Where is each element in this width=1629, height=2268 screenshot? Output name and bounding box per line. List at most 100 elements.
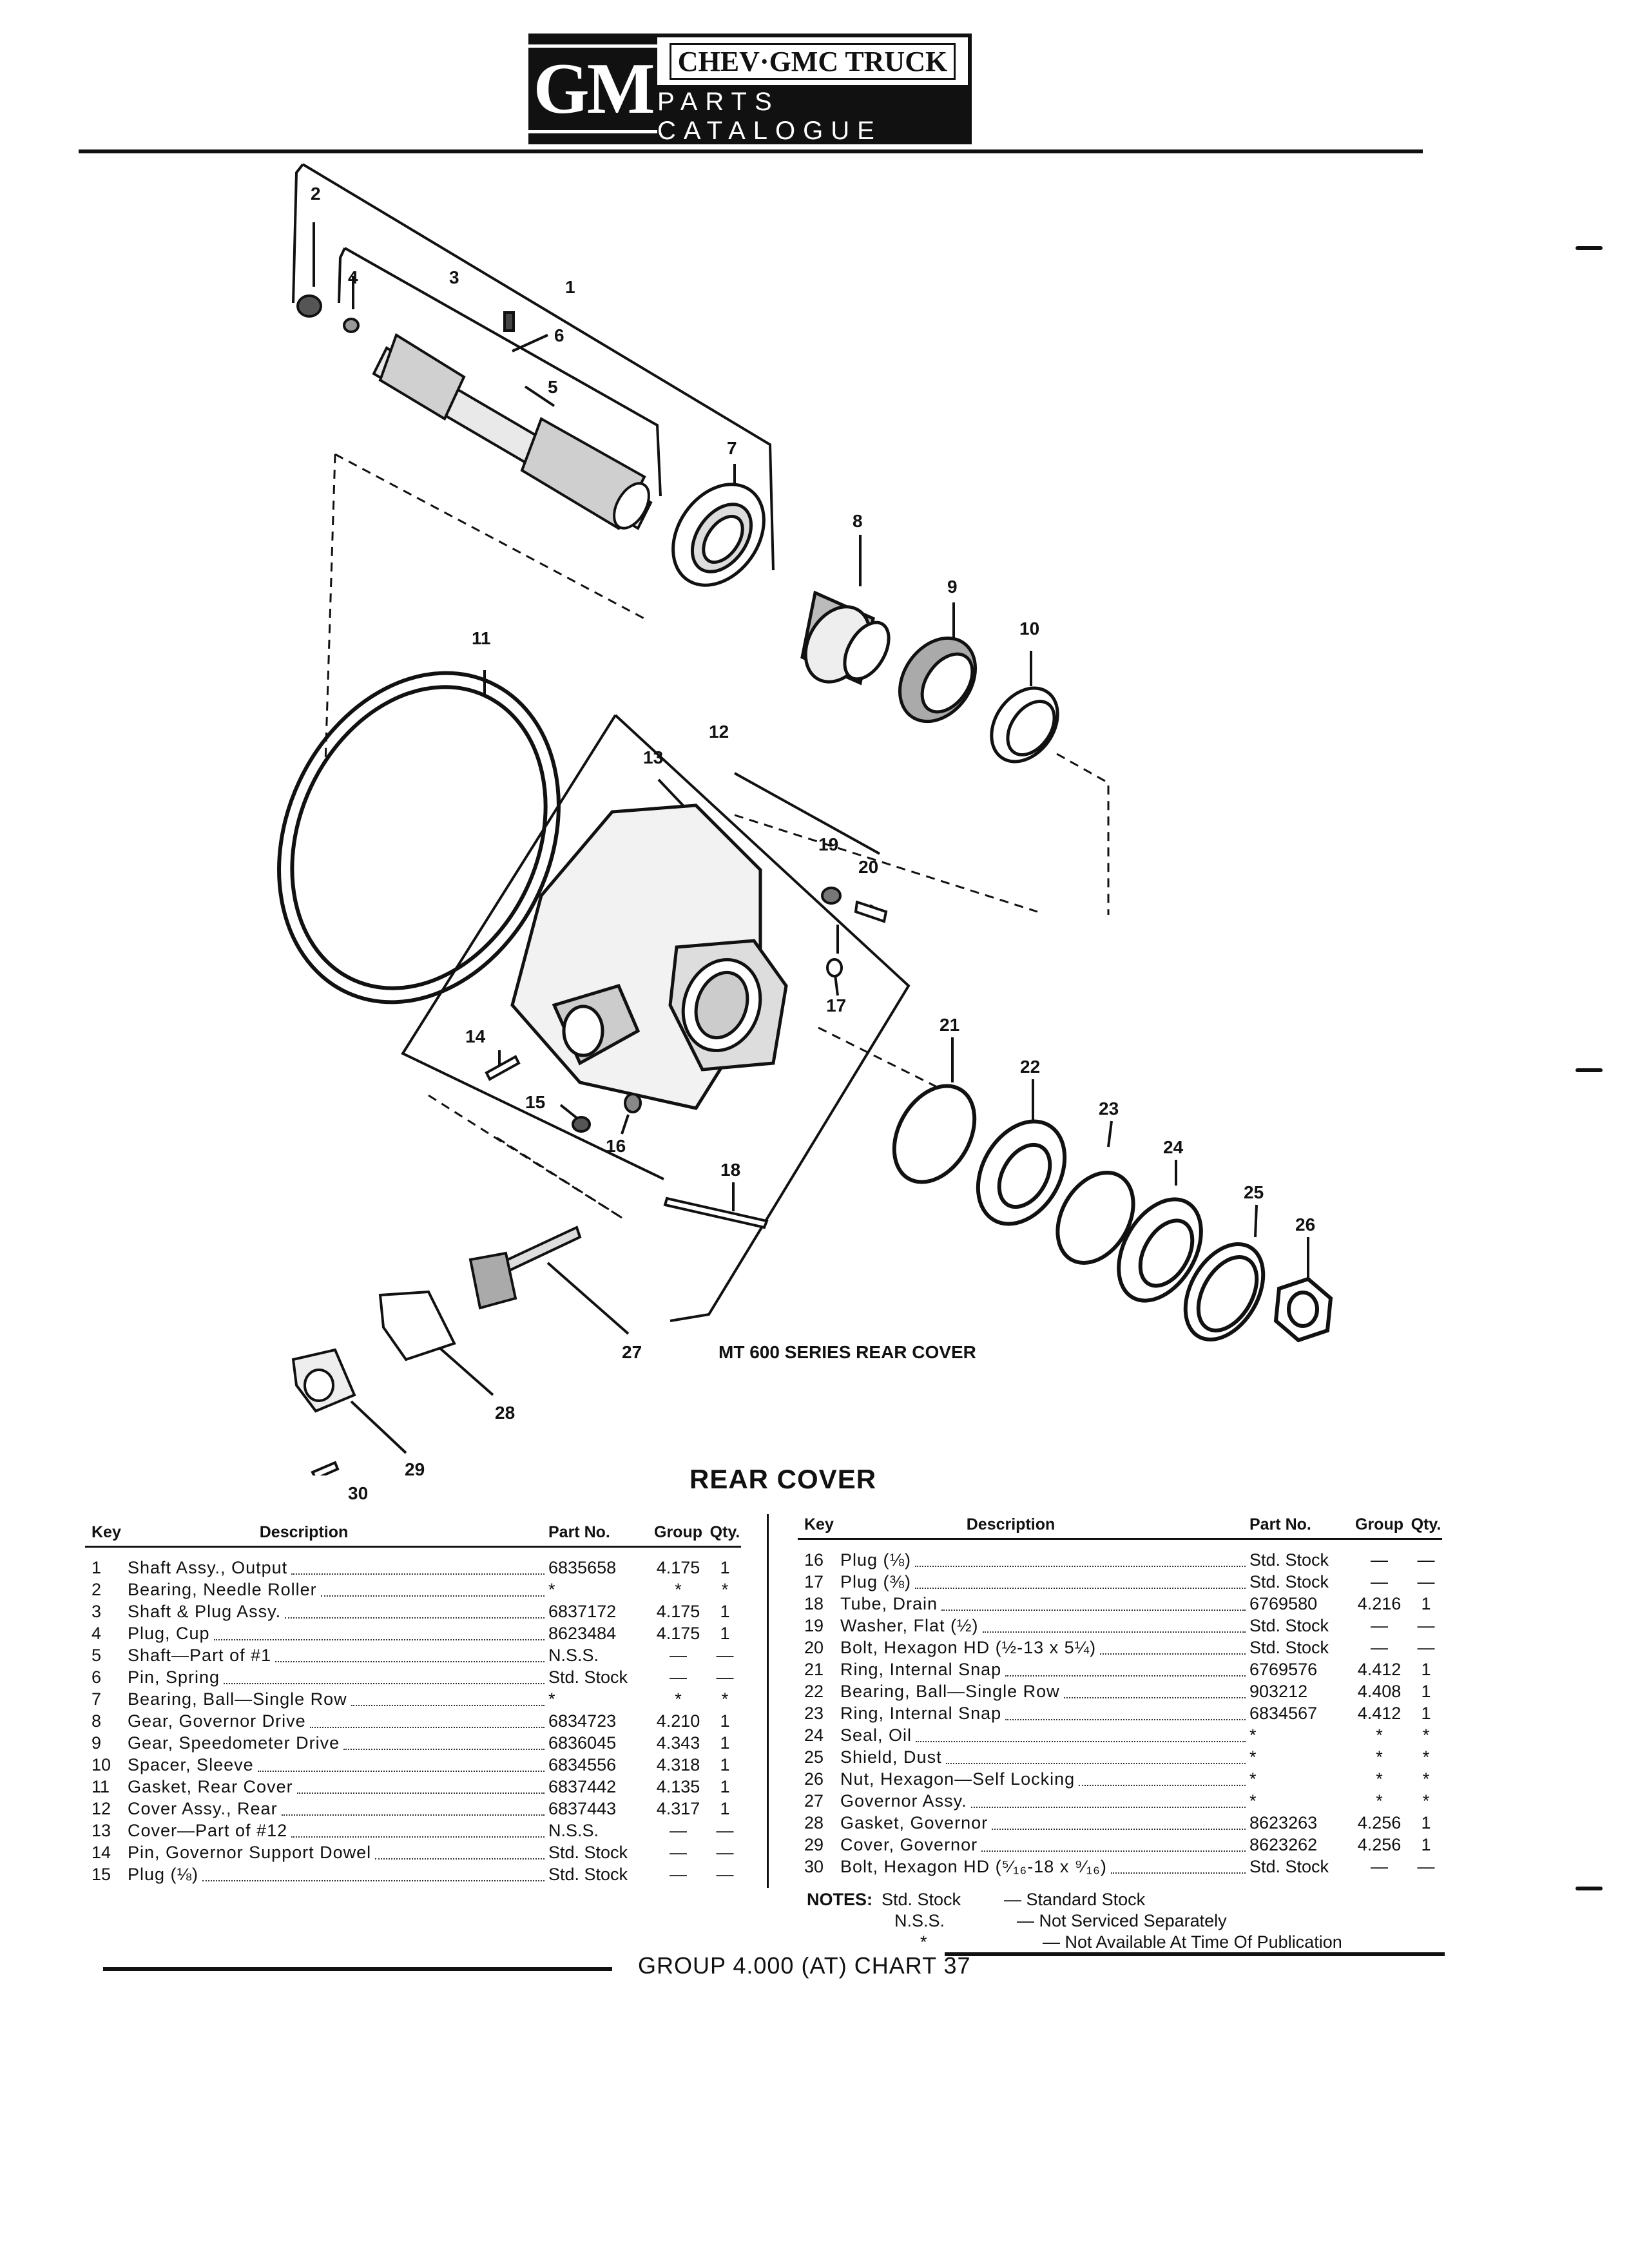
part-description-cell: Bearing, Needle Roller — [128, 1579, 545, 1600]
leader-dots — [285, 1611, 545, 1619]
part-group: 4.317 — [656, 1799, 700, 1818]
leader-dots — [945, 1756, 1246, 1764]
part-qty: * — [721, 1580, 729, 1599]
header-description: Description — [259, 1523, 349, 1541]
part-qty: — — [716, 1667, 734, 1687]
part-description-cell: Nut, Hexagon—Self Locking — [840, 1768, 1246, 1790]
part-group: 4.175 — [656, 1558, 700, 1577]
part-group: 4.210 — [656, 1711, 700, 1731]
part-qty: — — [716, 1821, 734, 1840]
margin-mark — [1576, 246, 1603, 250]
part-number: Std. Stock — [1249, 1572, 1329, 1591]
exploded-view-diagram: 2 4 3 1 6 5 7 8 9 10 11 12 13 19 20 17 1… — [277, 163, 1333, 1475]
part-description-cell: Plug (⅛) — [128, 1863, 545, 1885]
part-qty: 1 — [1421, 1594, 1431, 1613]
part-key: 24 — [804, 1725, 824, 1745]
header-qty: Qty. — [1411, 1515, 1441, 1533]
header-description: Description — [966, 1515, 1055, 1533]
part-description: Cover, Governor — [840, 1835, 978, 1854]
part-number: 8623263 — [1249, 1813, 1318, 1832]
part-number: * — [548, 1580, 555, 1599]
part-qty: 1 — [720, 1624, 730, 1643]
part-group: * — [1376, 1725, 1383, 1745]
leader-dots — [343, 1742, 545, 1750]
part-description: Gear, Speedometer Drive — [128, 1733, 340, 1753]
part-key: 7 — [92, 1689, 102, 1709]
leader-dots — [992, 1822, 1246, 1830]
part-description: Bearing, Needle Roller — [128, 1580, 317, 1599]
part-qty: 1 — [720, 1799, 730, 1818]
part-number: N.S.S. — [548, 1646, 599, 1665]
callout-12: 12 — [709, 722, 729, 742]
leader-dots — [257, 1764, 545, 1772]
part-group: * — [675, 1689, 682, 1709]
part-key: 25 — [804, 1747, 824, 1767]
part-group: 4.256 — [1357, 1835, 1402, 1854]
part-description-cell: Bolt, Hexagon HD (½-13 x 5¼) — [840, 1637, 1246, 1658]
callout-9: 9 — [947, 577, 958, 597]
part-key: 17 — [804, 1572, 824, 1591]
part-number: N.S.S. — [548, 1821, 599, 1840]
part-description: Plug (⅛) — [128, 1865, 199, 1884]
leader-dots — [970, 1800, 1246, 1808]
part-number: * — [1249, 1791, 1257, 1811]
header-title-box: CHEV·GMC TRUCK — [657, 34, 972, 89]
bracket-line — [302, 163, 775, 571]
header-title: CHEV·GMC TRUCK — [669, 43, 956, 80]
part-key: 26 — [804, 1769, 824, 1789]
part-description: Gasket, Governor — [840, 1813, 988, 1832]
part-number: 903212 — [1249, 1682, 1308, 1701]
callout-10: 10 — [1019, 619, 1039, 639]
part-qty: * — [1422, 1725, 1430, 1745]
leader-dots — [296, 1786, 545, 1794]
part-key: 12 — [92, 1799, 111, 1818]
part-group: 4.408 — [1357, 1682, 1402, 1701]
callout-20: 20 — [858, 857, 878, 877]
footer-chart-ref: GROUP 4.000 (AT) CHART 37 — [638, 1952, 971, 1979]
header-title-block: CHEV·GMC TRUCK PARTS CATALOGUE — [657, 34, 972, 145]
part-group: * — [675, 1580, 682, 1599]
part-number: Std. Stock — [1249, 1857, 1329, 1876]
part-description: Pin, Spring — [128, 1667, 220, 1687]
part-number: 8623484 — [548, 1624, 617, 1643]
part-qty: — — [1417, 1550, 1435, 1570]
callout-23: 23 — [1099, 1099, 1119, 1119]
part-description: Ring, Internal Snap — [840, 1660, 1002, 1679]
notes: NOTES: Std. Stock — Standard Stock N.S.S… — [807, 1889, 1342, 1953]
leader-dots — [309, 1720, 545, 1728]
part-description: Governor Assy. — [840, 1791, 967, 1811]
part-group: 4.318 — [656, 1755, 700, 1774]
part-description: Shaft Assy., Output — [128, 1558, 288, 1577]
part-key: 9 — [92, 1733, 102, 1753]
leader-dots — [281, 1808, 545, 1816]
part-group: * — [1376, 1747, 1383, 1767]
part-description: Shaft—Part of #1 — [128, 1646, 272, 1665]
leader-dots — [915, 1581, 1246, 1589]
part-description-cell: Ring, Internal Snap — [840, 1702, 1246, 1724]
part-number: 6769580 — [1249, 1594, 1318, 1613]
callout-6: 6 — [554, 325, 564, 345]
part-number: * — [1249, 1747, 1257, 1767]
part-qty: * — [1422, 1747, 1430, 1767]
part-description: Gear, Governor Drive — [128, 1711, 306, 1731]
part-key: 11 — [92, 1777, 110, 1796]
part-description-cell: Bearing, Ball—Single Row — [840, 1680, 1246, 1702]
part-group: — — [1371, 1550, 1388, 1570]
part-group: — — [1371, 1857, 1388, 1876]
bracket-line — [292, 163, 304, 303]
part-group: 4.135 — [656, 1777, 700, 1796]
part-key: 13 — [92, 1821, 111, 1840]
part-qty: — — [1417, 1572, 1435, 1591]
part-key: 27 — [804, 1791, 824, 1811]
